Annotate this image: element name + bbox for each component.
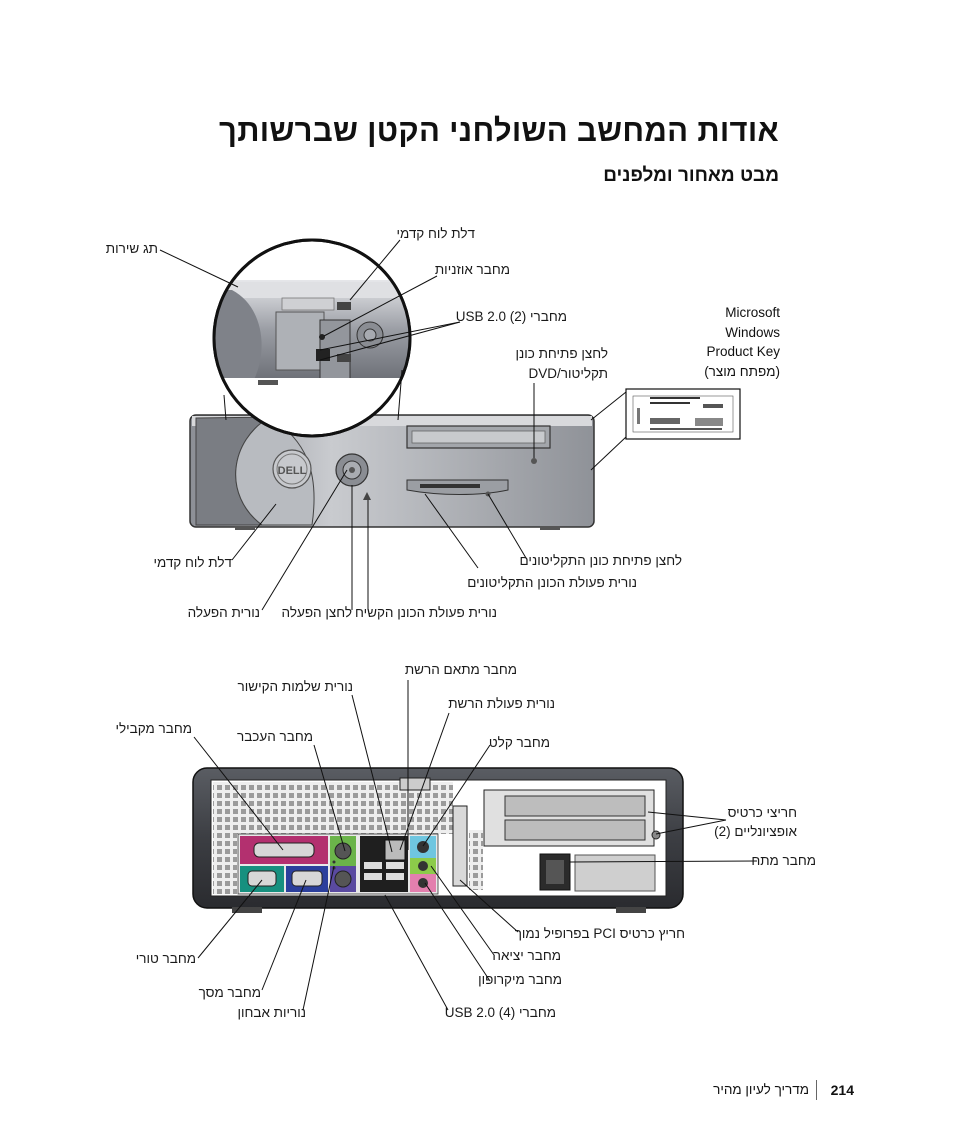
label-microphone: מחבר מיקרופון <box>478 972 562 987</box>
label-floppy-eject: לחצן פתיחת כונן התקליטונים <box>519 553 682 568</box>
front-callouts <box>159 239 535 611</box>
label-floppy-light: נורית פעולת הכונן התקליטונים <box>467 575 637 590</box>
label-video: מחבר מסך <box>198 985 261 1000</box>
label-parallel: מחבר מקבילי <box>115 721 192 736</box>
label-usb-front: מחברי USB 2.0 (2) <box>455 309 567 324</box>
dell-logo: DELL <box>278 465 307 477</box>
back-view <box>192 767 684 913</box>
label-network-activity: נורית פעולת הרשת <box>448 696 555 711</box>
footer-title: מדריך לעיון מהיר <box>713 1082 809 1097</box>
label-dvd-eject-2: DVD/תקליטור <box>528 366 608 381</box>
footer-divider <box>816 1080 817 1100</box>
label-pci-slot: חריץ כרטיס PCI בפרופיל נמוך <box>514 926 685 941</box>
product-key-line-4: (מפתח מוצר) <box>704 363 780 379</box>
label-usb-back: מחברי USB 2.0 (4) <box>444 1005 556 1020</box>
label-front-panel-door-top: דלת לוח קדמי <box>396 226 475 241</box>
label-serial: מחבר טורי <box>135 951 196 966</box>
label-network-adapter: מחבר מתאם הרשת <box>404 662 517 677</box>
product-key-line-3: Product Key <box>706 344 780 359</box>
label-power-button: לחצן הפעלה <box>281 605 352 620</box>
label-power-light: נורית הפעלה <box>187 605 260 620</box>
label-card-slots-2: אופציונליים (2) <box>714 824 797 839</box>
label-power-connector: מחבר מתח <box>751 853 816 868</box>
product-key-label: Microsoft Windows Product Key (מפתח מוצר… <box>704 303 780 381</box>
label-card-slots-1: חריצי כרטיס <box>727 805 797 820</box>
label-front-panel-door: דלת לוח קדמי <box>153 555 232 570</box>
label-mouse: מחבר העכבר <box>237 729 313 744</box>
product-key-line-1: Microsoft <box>725 305 780 320</box>
label-service-tag: תג שירות <box>105 241 158 256</box>
section-subtitle: מבט מאחור ומלפנים <box>603 165 779 186</box>
label-headphone-connector: מחבר אוזניות <box>434 262 510 277</box>
page-title: אודות המחשב השולחני הקטן שברשותך <box>219 113 779 148</box>
label-link-integrity: נורית שלמות הקישור <box>237 679 353 694</box>
page-number: 214 <box>830 1082 854 1098</box>
product-key-line-2: Windows <box>725 324 780 340</box>
back-callouts <box>193 680 758 1011</box>
label-line-in: מחבר קלט <box>488 735 550 750</box>
front-view: DELL <box>189 238 741 530</box>
label-diagnostic-lights: נוריות אבחון <box>237 1005 306 1020</box>
label-line-out: מחבר יציאה <box>492 948 561 963</box>
label-dvd-eject-1: לחצן פתיחת כונן <box>515 346 609 361</box>
label-hdd-light: נורית פעולת הכונן הקשיח <box>354 605 497 620</box>
